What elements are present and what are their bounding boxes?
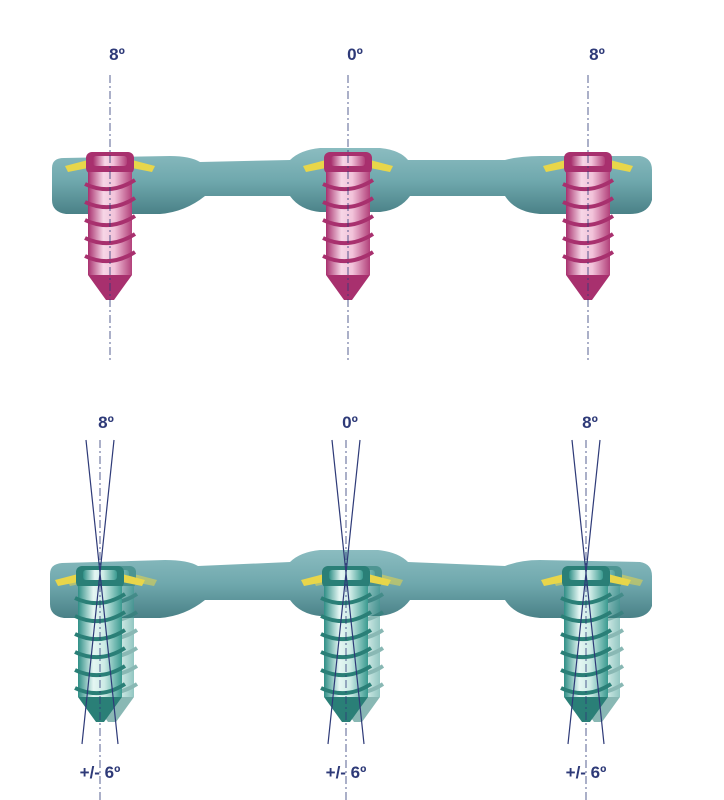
angulation-limit-line: [85, 439, 119, 745]
screw-thread: [560, 646, 613, 660]
locking-washer: [132, 160, 155, 172]
screw-tip: [78, 697, 122, 722]
top-angle-label-left: 8º: [109, 45, 125, 64]
top-angle-label-right: 8º: [589, 45, 605, 64]
locking-washer: [368, 574, 391, 586]
variability-label-left: +/- 6º: [80, 763, 121, 782]
angulation-limit-line: [81, 439, 115, 745]
locking-washer: [122, 574, 145, 586]
angulation-limit-line: [327, 439, 361, 745]
variability-label-right: +/- 6º: [566, 763, 607, 782]
variability-label-center: +/- 6º: [326, 763, 367, 782]
locking-washer: [65, 160, 88, 172]
locking-washer: [541, 574, 564, 586]
locking-washer: [55, 574, 78, 586]
screw-thread: [74, 646, 127, 660]
locking-washer: [608, 574, 631, 586]
locking-washer: [370, 160, 393, 172]
screw-tip: [324, 697, 368, 722]
bottom-angle-label-center: 0º: [342, 413, 358, 432]
screw-thread: [320, 646, 373, 660]
top-angle-label-center: 0º: [347, 45, 363, 64]
locking-washer: [543, 160, 566, 172]
bottom-angle-label-left: 8º: [98, 413, 114, 432]
locking-washer: [301, 574, 324, 586]
locking-washer: [610, 160, 633, 172]
screw-thread: [84, 250, 137, 264]
angulation-limit-line: [567, 439, 601, 745]
screw-thread: [322, 250, 375, 264]
angulation-limit-line: [331, 439, 365, 745]
bottom-screw-1: [55, 566, 145, 722]
screw-tip: [564, 697, 608, 722]
angulation-limit-line: [571, 439, 605, 745]
locking-washer: [303, 160, 326, 172]
screw-thread: [562, 250, 615, 264]
bottom-angle-label-right: 8º: [582, 413, 598, 432]
